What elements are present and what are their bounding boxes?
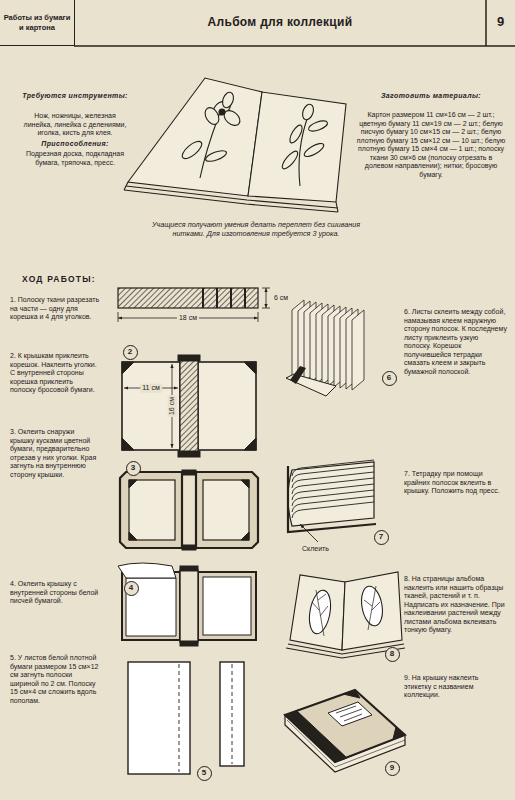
step-text: 1. Полоску ткани разрезать на части — од…	[10, 296, 100, 322]
callout-number: 6	[387, 374, 391, 382]
pasted-covers-figure	[120, 470, 258, 550]
callout-number: 5	[202, 769, 206, 777]
dimension-label: 11 см	[140, 384, 162, 393]
callout-circle: 3	[126, 461, 141, 476]
step-text: 6. Листы склеить между собой, намазывая …	[404, 308, 507, 376]
step-text: 2. К крышкам приклеить корешок. Наклеить…	[10, 352, 100, 395]
callout-number: 2	[128, 348, 132, 356]
tools-text: Нож, ножницы, железная линейка, линейка …	[20, 112, 130, 138]
page-number: 9	[488, 14, 513, 30]
callout-circle: 9	[385, 761, 400, 776]
sheets-figure	[128, 662, 244, 774]
lined-covers-figure	[118, 563, 256, 646]
callout-circle: 8	[385, 647, 400, 662]
callout-number: 8	[390, 650, 394, 658]
covers-with-spine-figure	[122, 355, 256, 457]
callout-number: 3	[131, 464, 135, 472]
section-heading: Приспособления:	[20, 140, 130, 149]
section-heading: ХОД РАБОТЫ:	[22, 274, 96, 284]
dimension-label: 16 см	[168, 395, 177, 417]
step-text: 5. У листов белой плотной бумаги размеро…	[10, 654, 100, 705]
section-heading: Заготовить материалы:	[356, 92, 506, 101]
section-name: Работы из бумаги и картона	[3, 13, 71, 31]
section-heading: Требуются инструменты:	[20, 92, 130, 101]
block-into-cover-figure	[288, 460, 376, 542]
step-text: 4. Оклеить крышку с внутренней стороны б…	[10, 580, 100, 606]
dimension-label: 6 см	[272, 294, 290, 303]
callout-circle: 6	[382, 371, 397, 386]
fabric-strip-figure	[118, 288, 270, 322]
closed-album-figure	[285, 690, 405, 772]
callout-circle: 4	[124, 581, 139, 596]
figure-caption: Учащиеся получают умения делать переплет…	[150, 221, 362, 239]
dimension-label: 18 см	[177, 314, 199, 323]
callout-circle: 7	[374, 530, 389, 545]
materials-text: Картон размером 11 см×16 см — 2 шт.; цве…	[356, 111, 506, 179]
callout-number: 7	[379, 533, 383, 541]
step-text: 9. На крышку наклеить этикетку с названи…	[404, 674, 507, 700]
page-title: Альбом для коллекций	[208, 15, 353, 30]
callout-number: 4	[129, 584, 133, 592]
album-pages-figure	[286, 572, 405, 658]
section-box: Работы из бумаги и картона	[0, 0, 75, 46]
callout-number: 9	[390, 764, 394, 772]
open-book-figure	[124, 78, 346, 212]
header-frame	[74, 0, 515, 46]
glued-sheets-figure	[286, 300, 364, 396]
callout-label: Склеить	[300, 545, 331, 554]
step-text: 8. На страницы альбома наклеить или наши…	[404, 575, 507, 635]
callout-circle: 5	[197, 766, 212, 781]
callout-circle: 2	[123, 345, 138, 360]
step-text: 3. Оклеить снаружи крышку кусками цветно…	[10, 428, 100, 479]
step-text: 7. Тетрадку при помощи крайних полосок в…	[404, 470, 507, 496]
fixtures-text: Подрезная доска, подкладная бумага, тряп…	[20, 150, 130, 167]
